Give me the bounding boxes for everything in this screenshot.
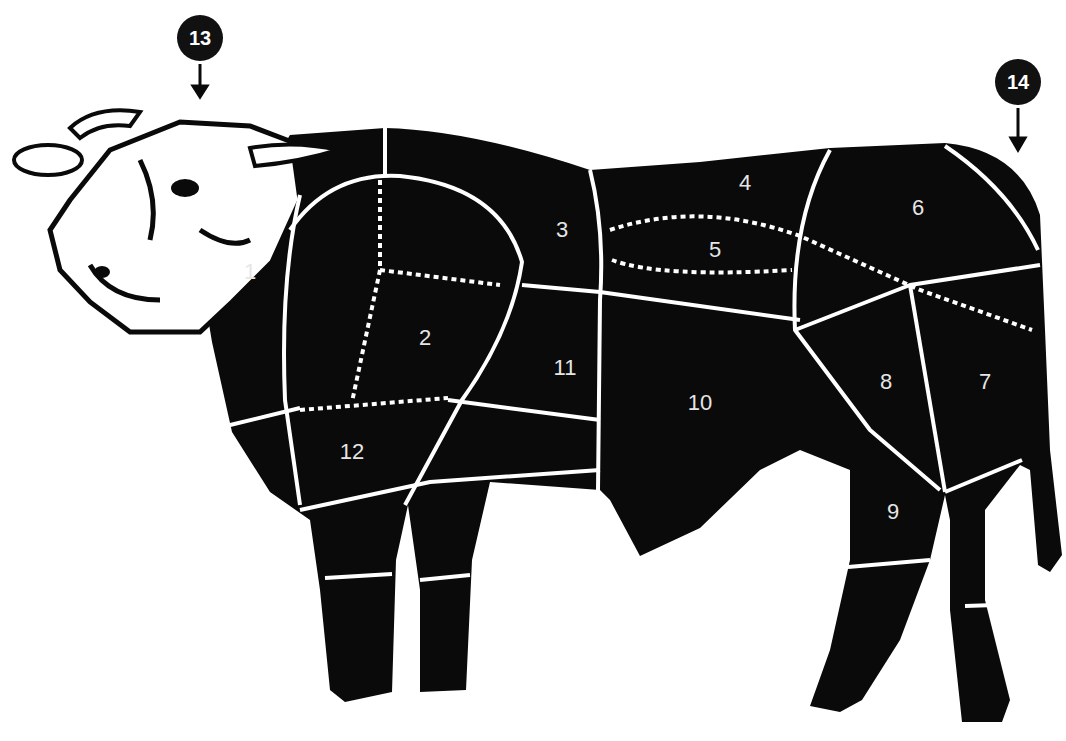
callout-number: 14 [1007,72,1029,92]
bull-face [90,160,250,300]
cut-number: 7 [979,371,991,393]
cut-lines [226,128,1040,606]
leader-arrow [193,64,1025,150]
cut-number: 12 [340,441,364,463]
cut-number: 9 [887,501,899,523]
callout-circle: 13 [177,15,223,61]
cut-number: 1 [244,261,256,283]
cut-number: 3 [556,219,568,241]
bull-horn [250,144,338,166]
bull-horn [70,110,140,138]
bull-ear [14,145,82,175]
dotted-cut-lines [300,180,1032,410]
cut-number: 11 [554,357,577,379]
cut-number: 4 [739,172,751,194]
callout-circle: 14 [995,59,1041,105]
cut-number: 10 [688,392,712,414]
cut-number: 2 [419,327,431,349]
cut-number: 8 [880,371,892,393]
cut-number: 6 [912,197,924,219]
neck-curve [218,195,288,224]
bull-body [205,128,1062,722]
callout-number: 13 [189,28,211,48]
cut-number: 5 [709,239,721,261]
bull-eye [171,179,199,197]
bull-nostril [94,266,110,278]
